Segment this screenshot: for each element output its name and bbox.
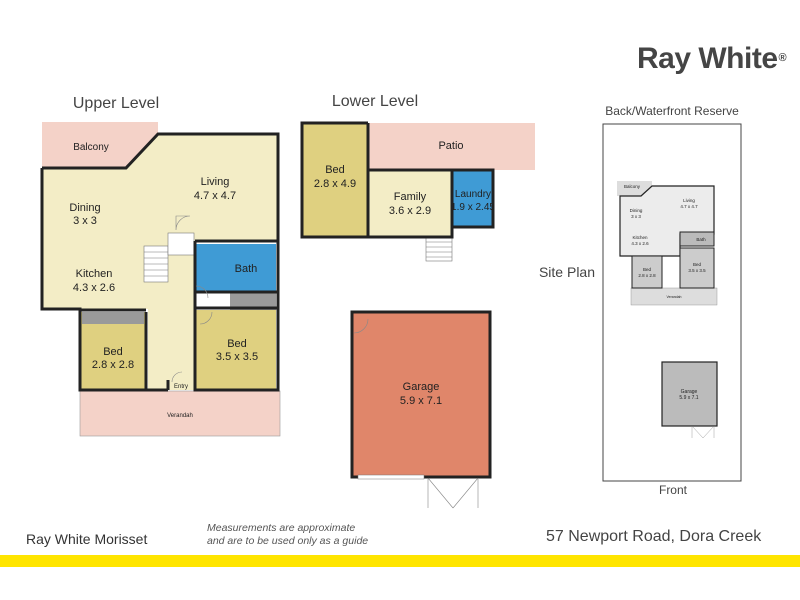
lower-level-title: Lower Level bbox=[332, 93, 418, 110]
upper-balcony-label: Balcony bbox=[73, 142, 109, 153]
site-mini-bath bbox=[679, 231, 715, 247]
site-mini-balcony bbox=[617, 181, 652, 196]
site-back-label: Back/Waterfront Reserve bbox=[605, 104, 739, 118]
lower-walls bbox=[300, 121, 495, 239]
upper-bed-1-dims: 2.8 x 2.8 bbox=[92, 359, 134, 371]
upper-walls bbox=[40, 132, 280, 392]
site-mini-verandah-label: Verandah bbox=[667, 295, 682, 299]
lower-laundry bbox=[452, 170, 493, 227]
site-mini-living-dims: 4.7 x 4.7 bbox=[680, 204, 698, 209]
footer-agency: Ray White Morisset bbox=[26, 531, 148, 547]
site-mini-bed-1-label: Bed bbox=[643, 267, 652, 272]
site-mini-bath-label: Bath bbox=[696, 237, 706, 242]
lower-laundry-name: Laundry bbox=[455, 189, 491, 200]
lower-stairs-treads bbox=[426, 241, 452, 258]
lower-patio-label: Patio bbox=[438, 140, 463, 152]
footer-note-line-2: and are to be used only as a guide bbox=[207, 535, 369, 547]
footer-disclaimer: Measurements are approximate and are to … bbox=[207, 522, 368, 548]
upper-dining-dims: 3 x 3 bbox=[73, 215, 97, 227]
brand-name: Ray White bbox=[637, 42, 778, 75]
footer-address: 57 Newport Road, Dora Creek bbox=[546, 528, 762, 545]
lower-family bbox=[368, 170, 452, 237]
upper-level-title: Upper Level bbox=[73, 95, 159, 112]
lower-bed-name: Bed bbox=[325, 164, 345, 176]
garage-doors bbox=[353, 318, 479, 509]
site-mini-bed-1-dims: 2.8 x 2.8 bbox=[638, 273, 656, 278]
site-plan-title: Site Plan bbox=[539, 264, 595, 280]
upper-bath bbox=[195, 244, 276, 292]
site-mini-bed-2-dims: 3.5 x 3.5 bbox=[688, 268, 706, 273]
site-mini-house: Balcony Living 4.7 x 4.7 Dining 3 x 3 Ki… bbox=[617, 181, 718, 306]
garage-roller-door bbox=[357, 474, 425, 480]
site-mini-bed-2 bbox=[679, 247, 715, 289]
lower-patio bbox=[368, 123, 535, 170]
upper-landing bbox=[167, 232, 195, 256]
lower-garage-dims: 5.9 x 7.1 bbox=[400, 395, 442, 407]
footer-note-line-1: Measurements are approximate bbox=[207, 522, 356, 534]
upper-stairs-treads bbox=[144, 251, 168, 277]
upper-entry-label: Entry bbox=[174, 384, 188, 390]
site-mini-garage-label: Garage bbox=[681, 389, 698, 395]
upper-verandah bbox=[79, 390, 281, 437]
lower-laundry-dims: 1.9 x 2.45 bbox=[451, 202, 495, 213]
site-mini-verandah bbox=[630, 287, 718, 306]
upper-bed-1-robe bbox=[82, 312, 144, 324]
upper-bed-1-name: Bed bbox=[103, 346, 123, 358]
upper-kitchen-name: Kitchen bbox=[76, 268, 113, 280]
upper-verandah-label: Verandah bbox=[167, 413, 193, 419]
upper-balcony bbox=[42, 122, 158, 168]
upper-living-name: Living bbox=[201, 176, 230, 188]
footer-yellow-bar bbox=[0, 555, 800, 567]
site-mini-bed-1 bbox=[631, 255, 663, 289]
upper-bed-2-dims: 3.5 x 3.5 bbox=[216, 351, 258, 363]
upper-hall bbox=[148, 282, 195, 390]
lower-family-name: Family bbox=[394, 191, 427, 203]
lower-bed bbox=[302, 123, 368, 237]
upper-living-dining-kitchen bbox=[42, 134, 278, 309]
site-mini-bed-2-label: Bed bbox=[693, 262, 702, 267]
upper-dining-name: Dining bbox=[69, 202, 100, 214]
site-mini-garage-dims: 5.9 x 7.1 bbox=[679, 395, 698, 401]
lower-stairs bbox=[425, 236, 453, 262]
lower-family-dims: 3.6 x 2.9 bbox=[389, 205, 431, 217]
upper-bed-1 bbox=[80, 312, 146, 390]
site-mini-garage-group: Garage 5.9 x 7.1 bbox=[661, 361, 718, 439]
site-mini-balcony-label: Balcony bbox=[624, 184, 641, 189]
site-mini-garage-doors bbox=[691, 425, 715, 439]
site-mini-dining-dims: 3 x 3 bbox=[631, 214, 641, 219]
site-mini-garage bbox=[661, 361, 718, 427]
upper-bath-label: Bath bbox=[235, 263, 258, 275]
brand-reg-mark: ® bbox=[778, 52, 787, 64]
site-mini-dining-label: Dining bbox=[630, 208, 643, 213]
upper-bed-2-name: Bed bbox=[227, 338, 247, 350]
ray-white-logo: Ray White® bbox=[637, 42, 787, 76]
site-mini-living-label: Living bbox=[683, 198, 695, 203]
upper-doors bbox=[171, 215, 213, 383]
site-mini-kitchen-label: Kitchen bbox=[632, 235, 648, 240]
upper-living-dims: 4.7 x 4.7 bbox=[194, 190, 236, 202]
site-mini-kitchen-dims: 4.3 x 2.6 bbox=[631, 241, 649, 246]
lower-garage-name: Garage bbox=[403, 381, 440, 393]
upper-kitchen-dims: 4.3 x 2.6 bbox=[73, 282, 115, 294]
lower-bed-dims: 2.8 x 4.9 bbox=[314, 178, 356, 190]
upper-bed-2 bbox=[196, 310, 276, 390]
site-front-label: Front bbox=[659, 483, 688, 497]
